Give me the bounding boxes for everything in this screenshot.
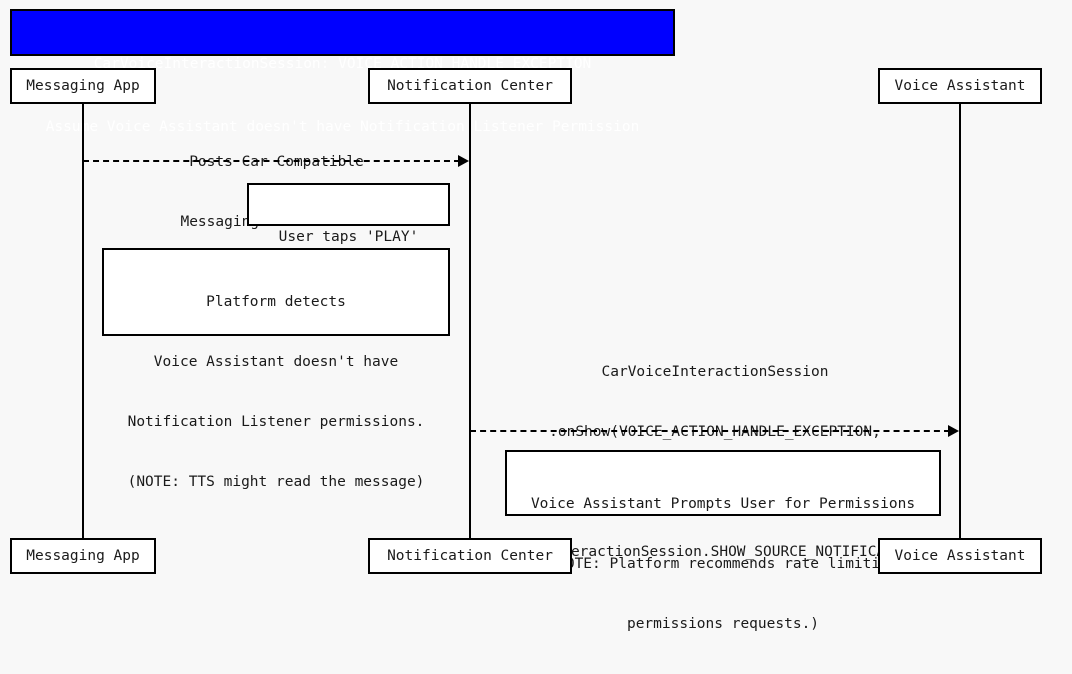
message-label-onshow-line-4: VoiceInteractionSession.SHOW_SOURCE_NOTI… (501, 544, 929, 560)
participant-head-voice-assistant[interactable]: Voice Assistant (878, 68, 1042, 104)
participant-foot-voice-assistant[interactable]: Voice Assistant (878, 538, 1042, 574)
message-label-onshow-line-1: CarVoiceInteractionSession (601, 364, 829, 380)
arrowhead-onshow (948, 425, 959, 437)
note-prompts-permissions: Voice Assistant Prompts User for Permiss… (505, 450, 941, 632)
diagram-title-banner: CarVoiceInteractionSession: VOICE_ACTION… (10, 9, 675, 135)
lifeline-notification-center (469, 104, 471, 538)
message-label-post-notification-line-1: Posts Car Compatible (189, 154, 364, 170)
message-label-onshow-line-2: .onShow(VOICE_ACTION_HANDLE_EXCEPTION, (549, 424, 881, 440)
note-platform-detects-line-3: Notification Listener permissions. (127, 414, 425, 430)
lifeline-voice-assistant (959, 104, 961, 538)
note-platform-detects-line-4: (NOTE: TTS might read the message) (127, 474, 425, 490)
note-prompts-permissions-line-1: Voice Assistant Prompts User for Permiss… (530, 496, 916, 512)
note-user-taps-play-line-1: User taps 'PLAY' (278, 229, 419, 245)
arrowhead-post-notification (458, 155, 469, 167)
participant-foot-messaging-app[interactable]: Messaging App (10, 538, 156, 574)
lifeline-messaging-app (82, 104, 84, 538)
sequence-diagram-canvas: CarVoiceInteractionSession: VOICE_ACTION… (10, 9, 1042, 632)
note-platform-detects: Platform detects Voice Assistant doesn't… (102, 248, 450, 490)
participant-foot-notification-center[interactable]: Notification Center (368, 538, 572, 574)
note-user-taps-play: User taps 'PLAY' on Msg Notification (247, 183, 450, 305)
note-prompts-permissions-line-3: permissions requests.) (626, 616, 820, 632)
participant-head-messaging-app[interactable]: Messaging App (10, 68, 156, 104)
participant-head-notification-center[interactable]: Notification Center (368, 68, 572, 104)
message-arrow-post-notification (83, 160, 460, 162)
diagram-title-line-2: Assume Voice Assistant doesn't have Noti… (45, 119, 640, 135)
note-platform-detects-line-1: Platform detects (206, 294, 346, 310)
message-label-onshow: CarVoiceInteractionSession .onShow(VOICE… (470, 322, 960, 602)
message-arrow-onshow (470, 430, 950, 432)
note-platform-detects-line-2: Voice Assistant doesn't have (153, 354, 399, 370)
